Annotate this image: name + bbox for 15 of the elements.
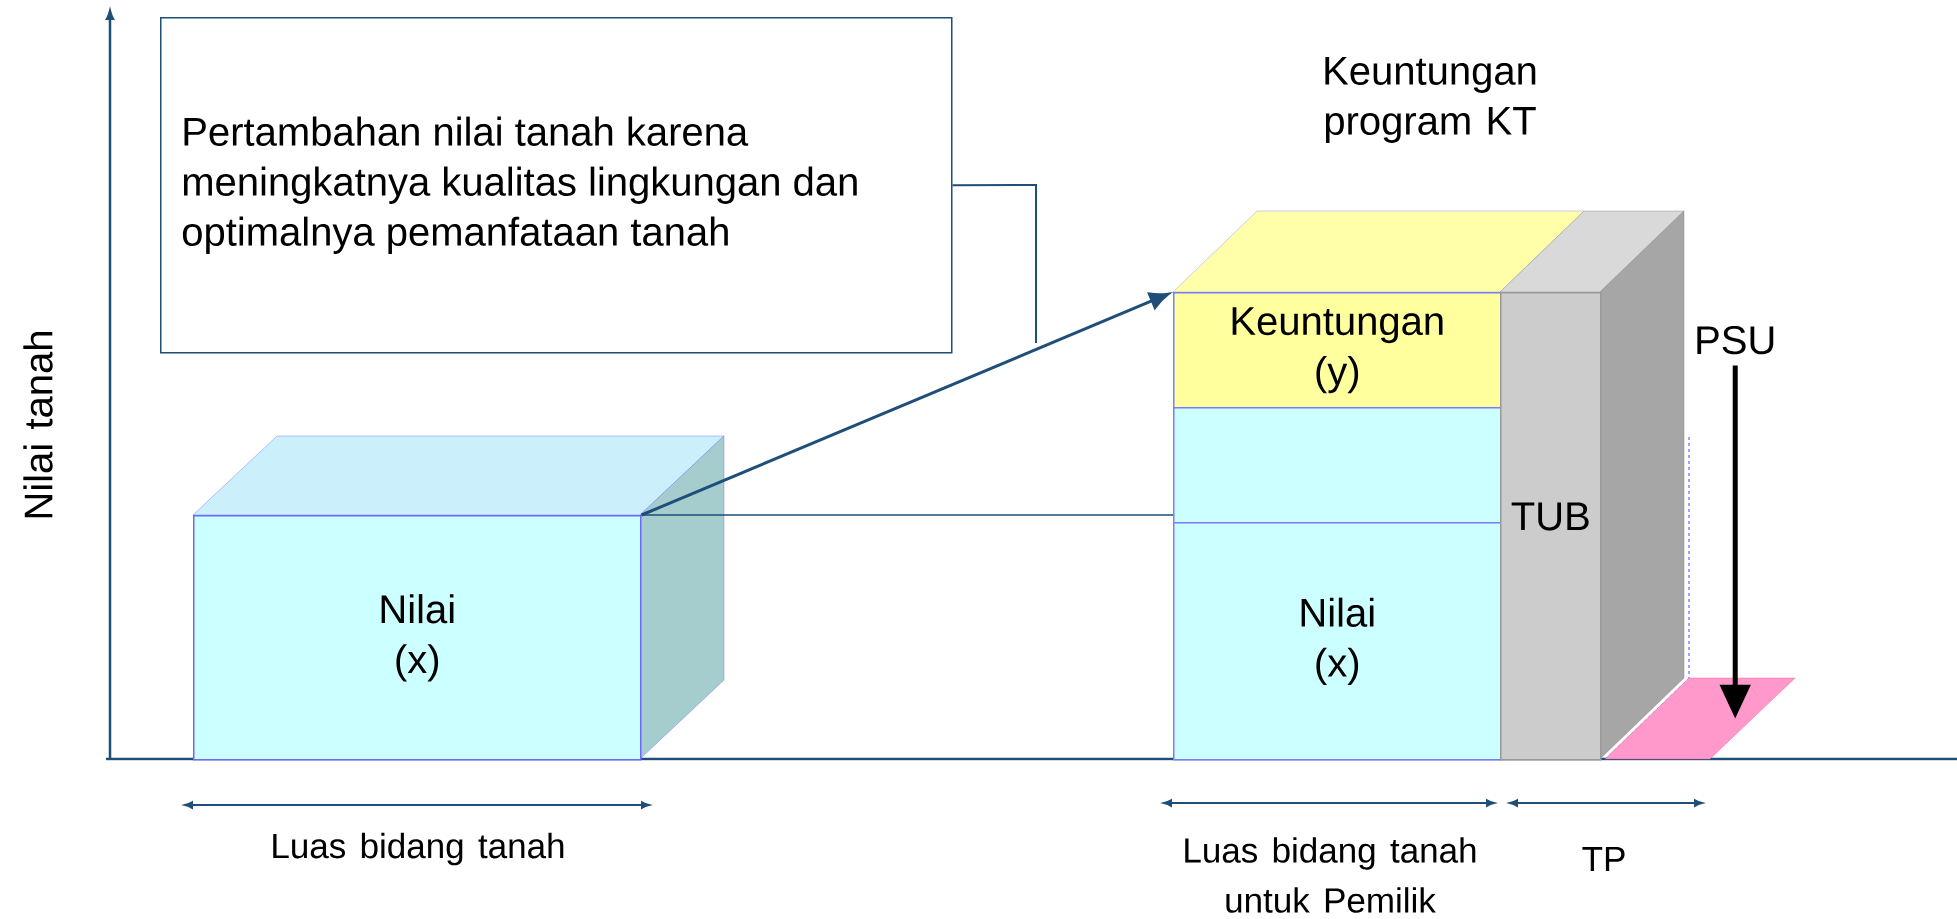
value-block <box>1173 407 1502 524</box>
cuboid: Nilai (x) <box>192 435 725 761</box>
dimension-label: Luas bidang tanah <box>273 832 564 866</box>
arrow <box>640 292 1170 517</box>
wall-block: TUB <box>1499 210 1685 761</box>
dimension-label: Luas bidang tanah untuk Pemilik <box>1185 837 1476 913</box>
profit-block: Keuntungan (y) <box>1172 210 1585 409</box>
parallelogram <box>1604 677 1796 760</box>
connector-line <box>640 514 1174 516</box>
heading-text: Keuntungan program KT <box>1325 57 1536 143</box>
callout-box: Pertambahan nilai tanah karena meningkatnya kualitas lingkungan dan optimalnya pemanfataan tanah <box>160 17 953 354</box>
dimension-label: TP <box>1582 846 1625 872</box>
leader-line <box>951 184 1037 344</box>
psu-label: PSU <box>1697 326 1774 355</box>
axis-title: Nilai tanah <box>23 332 53 518</box>
